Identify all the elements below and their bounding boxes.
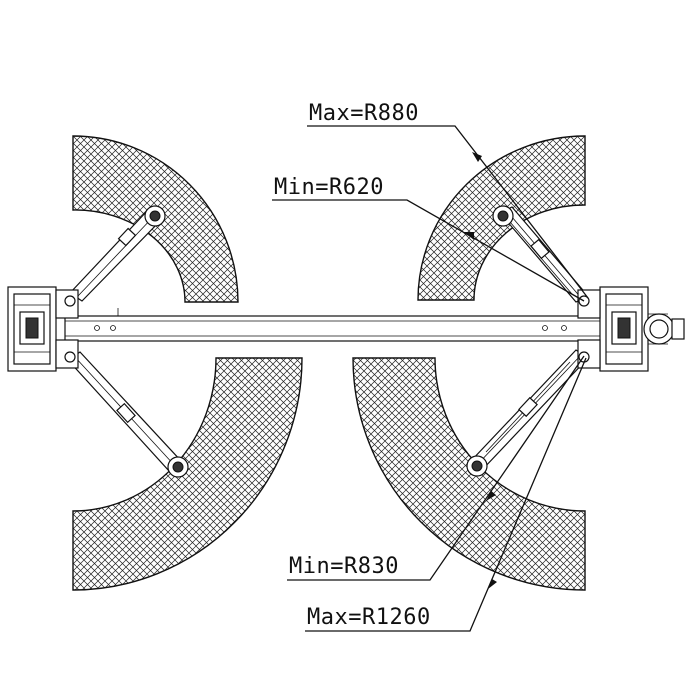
right-post [577,286,649,372]
swing-range-areas [72,135,586,591]
dimension-labels: Max=R880 Min=R620 Min=R830 Max=R1260 [274,101,431,630]
swing-area-bottom-left [72,357,303,591]
left-post [7,286,79,372]
arm-bottom-right [469,349,589,471]
motor-unit [643,313,685,345]
label-upper-min-radius: Min=R620 [274,175,384,200]
main-beam [64,308,602,342]
arm-top-left [69,209,161,302]
arm-top-right [499,206,589,303]
label-lower-min-radius: Min=R830 [289,554,399,579]
label-upper-max-radius: Max=R880 [309,101,419,126]
label-lower-max-radius: Max=R1260 [307,605,431,630]
pad-bottom-right [466,455,488,477]
arm-bottom-left [67,351,183,473]
swing-area-bottom-right [352,357,586,591]
pad-top-left [144,205,166,227]
lift-arms [67,206,589,473]
lifting-pads [144,205,514,478]
pad-bottom-left [167,456,189,478]
leader-lines [272,125,589,632]
pad-top-right [492,205,514,227]
